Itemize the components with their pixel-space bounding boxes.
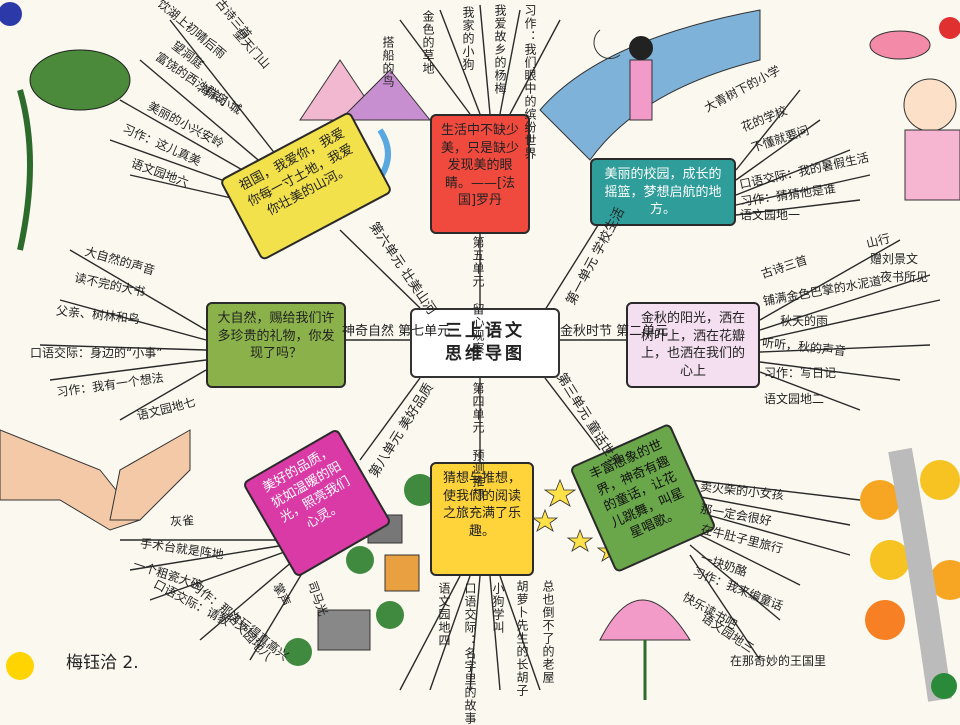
box-unit1-quote: 美丽的校园，成长的摇篮，梦想启航的地方。 bbox=[590, 158, 736, 226]
u4-leaf-2: 胡萝卜先生的长胡子 bbox=[515, 580, 529, 697]
u2-leaf-3: 赠刘景文 bbox=[870, 252, 919, 266]
pushpin-red-green bbox=[939, 17, 960, 39]
unit2-label: 金秋时节 第二单元 bbox=[560, 324, 669, 339]
u4-leaf-1: 总也倒不了的老屋 bbox=[541, 580, 555, 684]
branch-top-right bbox=[544, 221, 601, 311]
u4-leaf-3: 小狗学叫 bbox=[491, 582, 505, 634]
pushpin-green bbox=[931, 673, 957, 699]
trees-illustration bbox=[860, 447, 960, 702]
box-unit2-quote: 金秋的阳光，洒在树叶上，洒在花瓣上，也洒在我们的心上 bbox=[626, 302, 760, 388]
center-title-line2: 思维导图 bbox=[445, 344, 525, 364]
handshake-illustration bbox=[0, 429, 191, 531]
u7-leaf-4: 口语交际：身边的“小事” bbox=[30, 346, 163, 360]
center-title-line1: 三上语文 bbox=[445, 321, 525, 342]
girl-flower-illustration bbox=[869, 30, 960, 201]
pushpin-blue bbox=[0, 2, 22, 26]
author-signature: 梅钰洽 2. bbox=[66, 653, 139, 673]
unit4-label: 第四单元 预测推想 bbox=[471, 382, 485, 501]
center-title: 三上语文 思维导图 bbox=[410, 308, 560, 378]
waterfall-illustration bbox=[539, 9, 761, 161]
u2-leaf-9: 语文园地二 bbox=[764, 392, 825, 406]
box-unit7-quote: 大自然，赐给我们许多珍贵的礼物，你发现了吗？ bbox=[206, 302, 346, 388]
u5-leaf-1: 搭船的鸟 bbox=[381, 36, 395, 88]
u8-leaf-3: 灰雀 bbox=[169, 513, 195, 529]
branch-top-left bbox=[339, 229, 421, 309]
u5-leaf-3: 我家的小狗 bbox=[461, 6, 475, 71]
box-unit5-quote: 生活中不缺少美，只是缺少发现美的眼睛。——[法国]罗丹 bbox=[430, 114, 530, 234]
u2-leaf-8: 习作：写日记 bbox=[764, 366, 837, 380]
branch-bottom-left bbox=[359, 377, 421, 461]
branch-lines bbox=[39, 4, 941, 691]
box-unit4-quote: 猜想与推想，使我们的阅读之旅充满了乐趣。 bbox=[430, 462, 534, 576]
unit5-label: 第五单元 留心观察 bbox=[471, 236, 485, 355]
u2-leaf-4: 夜书所见 bbox=[880, 270, 929, 284]
u1-leaf-6: 语文园地一 bbox=[740, 208, 801, 222]
u4-leaf-5: 语文园地四 bbox=[437, 582, 451, 647]
u3-leaf-8: 在那奇妙的王国里 bbox=[730, 654, 827, 668]
u5-leaf-4: 我爱故乡的杨梅 bbox=[493, 4, 507, 95]
unit7-label: 神奇自然 第七单元 bbox=[342, 324, 451, 339]
plant-illustration bbox=[17, 49, 131, 251]
u4-leaf-4: 口语交际：名字里的故事 bbox=[463, 582, 477, 725]
pushpin-yellow bbox=[6, 652, 34, 680]
u5-leaf-2: 金色的草地 bbox=[421, 10, 435, 75]
u5-leaf-5: 习作：我们眼中的缤纷世界 bbox=[523, 4, 537, 160]
bell-flower-illustration bbox=[599, 599, 691, 700]
u2-leaf-6: 秋天的雨 bbox=[780, 314, 829, 328]
branch-bottom-right bbox=[544, 377, 601, 451]
